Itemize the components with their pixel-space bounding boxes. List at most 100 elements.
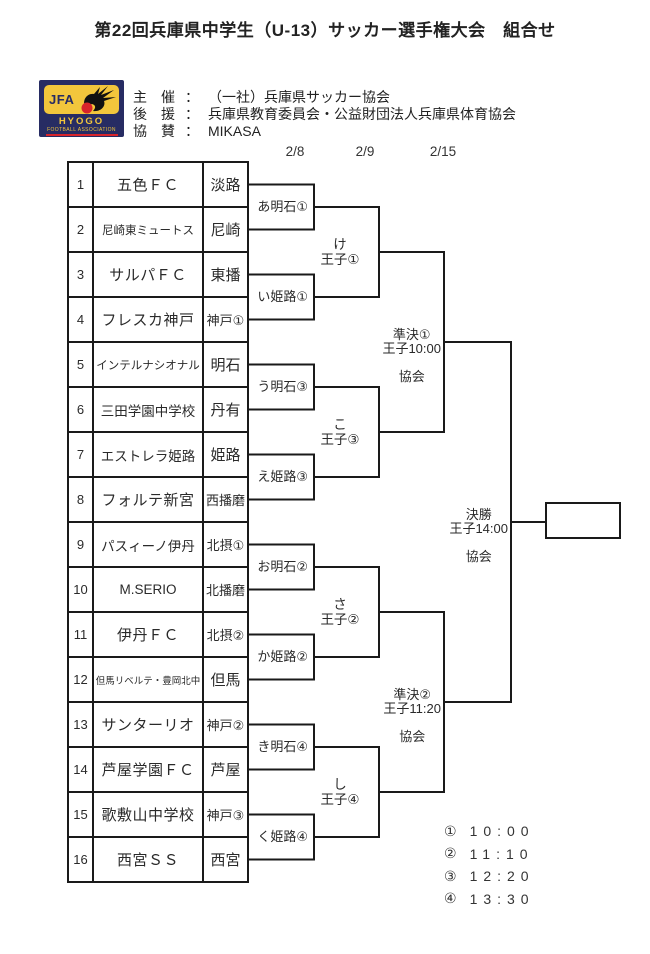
legend-mark: ② xyxy=(444,845,457,862)
semifinal1-label: 準決① 王子10:00 協会 xyxy=(382,328,441,384)
sponsor-value: 兵庫県教育委員会・公益財団法人兵庫県体育協会 xyxy=(208,105,516,122)
team-district: 明石 xyxy=(210,357,241,374)
team-district: 北摂② xyxy=(206,628,245,643)
team-district: 姫路 xyxy=(210,447,241,464)
team-district: 尼崎 xyxy=(210,222,241,239)
match-letter: さ xyxy=(333,597,347,612)
team-row: 12 但馬リベルテ・豊岡北中 但馬 xyxy=(69,658,247,703)
final-venue-time: 王子14:00 xyxy=(449,521,508,536)
team-number: 10 xyxy=(69,568,94,611)
round1-match-label: あ明石① xyxy=(257,199,308,214)
jfa-text: JFA xyxy=(49,92,75,107)
round2-match-label: し 王子④ xyxy=(304,777,376,807)
team-name: 尼崎東ミュートス xyxy=(94,208,204,251)
legend-mark: ① xyxy=(444,822,457,839)
team-district: 北摂① xyxy=(206,538,245,553)
spacer xyxy=(449,536,508,550)
semifinal-title: 準決② xyxy=(393,687,432,702)
team-district: 芦屋 xyxy=(210,762,241,779)
legend-row: ④ 13:30 xyxy=(444,888,535,911)
round1-match-label: う明石③ xyxy=(257,379,308,394)
team-number: 7 xyxy=(69,433,94,476)
team-row: 7 エストレラ姫路 姫路 xyxy=(69,433,247,478)
team-name: エストレラ姫路 xyxy=(94,433,204,476)
team-name: 五色ＦＣ xyxy=(94,163,204,206)
team-district: 北播磨 xyxy=(205,583,245,598)
team-name: 三田学園中学校 xyxy=(94,388,204,431)
sponsor-colon: ： xyxy=(185,122,199,139)
team-number: 3 xyxy=(69,253,94,296)
semifinal-venue-time: 王子10:00 xyxy=(382,341,441,356)
team-name: サンターリオ xyxy=(94,703,204,746)
spacer xyxy=(382,356,441,370)
logo-red-line xyxy=(45,134,118,136)
team-row: 11 伊丹ＦＣ 北摂② xyxy=(69,613,247,658)
round2-match-label: け 王子① xyxy=(304,237,376,267)
round1-match-label: か姫路② xyxy=(257,649,308,664)
team-district: 淡路 xyxy=(210,177,241,194)
team-number: 14 xyxy=(69,748,94,791)
round1-match-label: え姫路③ xyxy=(257,469,308,484)
round1-match-label: く姫路④ xyxy=(257,829,308,844)
team-row: 2 尼崎東ミュートス 尼崎 xyxy=(69,208,247,253)
round1-date: 2/8 xyxy=(285,144,305,159)
match-venue: 王子④ xyxy=(320,792,360,807)
team-number: 12 xyxy=(69,658,94,701)
team-row: 6 三田学園中学校 丹有 xyxy=(69,388,247,433)
round1-match-label: お明石② xyxy=(257,559,308,574)
sponsor-value: （一社）兵庫県サッカー協会 xyxy=(208,88,390,105)
team-name: サルパＦＣ xyxy=(94,253,204,296)
team-number: 6 xyxy=(69,388,94,431)
sponsor-colon: ： xyxy=(185,88,199,105)
legend-time: 13:30 xyxy=(469,890,535,907)
team-row: 9 パスィーノ伊丹 北摂① xyxy=(69,523,247,568)
jfa-crow-icon xyxy=(81,86,116,114)
team-district: 西播磨 xyxy=(205,493,245,508)
sponsor-row: 主 催 ： （一社）兵庫県サッカー協会 xyxy=(133,88,516,105)
legend-row: ① 10:00 xyxy=(444,820,535,843)
round2-match-label: こ 王子③ xyxy=(304,417,376,447)
round1-match-label: い姫路① xyxy=(257,289,308,304)
logo-region-text: HYOGO xyxy=(58,116,105,127)
team-name: 芦屋学園ＦＣ xyxy=(94,748,204,791)
match-letter: け xyxy=(333,237,347,252)
team-name: 歌敷山中学校 xyxy=(94,793,204,836)
sponsor-label: 後 援 xyxy=(133,105,175,122)
team-row: 15 歌敷山中学校 神戸③ xyxy=(69,793,247,838)
sponsor-block: 主 催 ： （一社）兵庫県サッカー協会 後 援 ： 兵庫県教育委員会・公益財団法… xyxy=(133,88,516,139)
semifinal-title: 準決① xyxy=(392,327,431,342)
team-row: 14 芦屋学園ＦＣ 芦屋 xyxy=(69,748,247,793)
sponsor-row: 後 援 ： 兵庫県教育委員会・公益財団法人兵庫県体育協会 xyxy=(133,105,516,122)
team-number: 11 xyxy=(69,613,94,656)
final-org: 協会 xyxy=(465,549,492,564)
team-row: 16 西宮ＳＳ 西宮 xyxy=(69,838,247,881)
spacer xyxy=(383,716,441,730)
final-label: 決勝 王子14:00 協会 xyxy=(449,508,508,564)
sponsor-label: 主 催 xyxy=(133,88,175,105)
team-district: 西宮 xyxy=(210,852,241,869)
team-name: 伊丹ＦＣ xyxy=(94,613,204,656)
logo-association-text: FOOTBALL ASSOCIATION xyxy=(47,127,116,133)
team-name: パスィーノ伊丹 xyxy=(94,523,204,566)
semifinal-venue-time: 王子11:20 xyxy=(383,701,441,716)
sponsor-label: 協 賛 xyxy=(133,122,175,139)
team-row: 5 インテルナシオナル 明石 xyxy=(69,343,247,388)
team-number: 2 xyxy=(69,208,94,251)
team-table: 1 五色ＦＣ 淡路 2 尼崎東ミュートス 尼崎 3 サルパＦＣ 東播 4 フレス… xyxy=(67,161,249,883)
round2-date: 2/9 xyxy=(355,144,375,159)
legend-mark: ④ xyxy=(444,890,457,907)
semifinal2-label: 準決② 王子11:20 協会 xyxy=(383,688,441,744)
champion-box xyxy=(545,502,621,539)
finals-date: 2/15 xyxy=(429,144,457,159)
team-number: 1 xyxy=(69,163,94,206)
team-row: 1 五色ＦＣ 淡路 xyxy=(69,163,247,208)
team-district: 但馬 xyxy=(210,672,241,689)
match-venue: 王子② xyxy=(320,612,360,627)
legend-time: 12:20 xyxy=(469,868,535,885)
team-number: 9 xyxy=(69,523,94,566)
team-district: 神戸③ xyxy=(206,808,245,823)
team-district: 東播 xyxy=(210,267,241,284)
page-title: 第22回兵庫県中学生（U-13）サッカー選手権大会 組合せ xyxy=(94,21,556,40)
match-venue: 王子① xyxy=(320,252,360,267)
